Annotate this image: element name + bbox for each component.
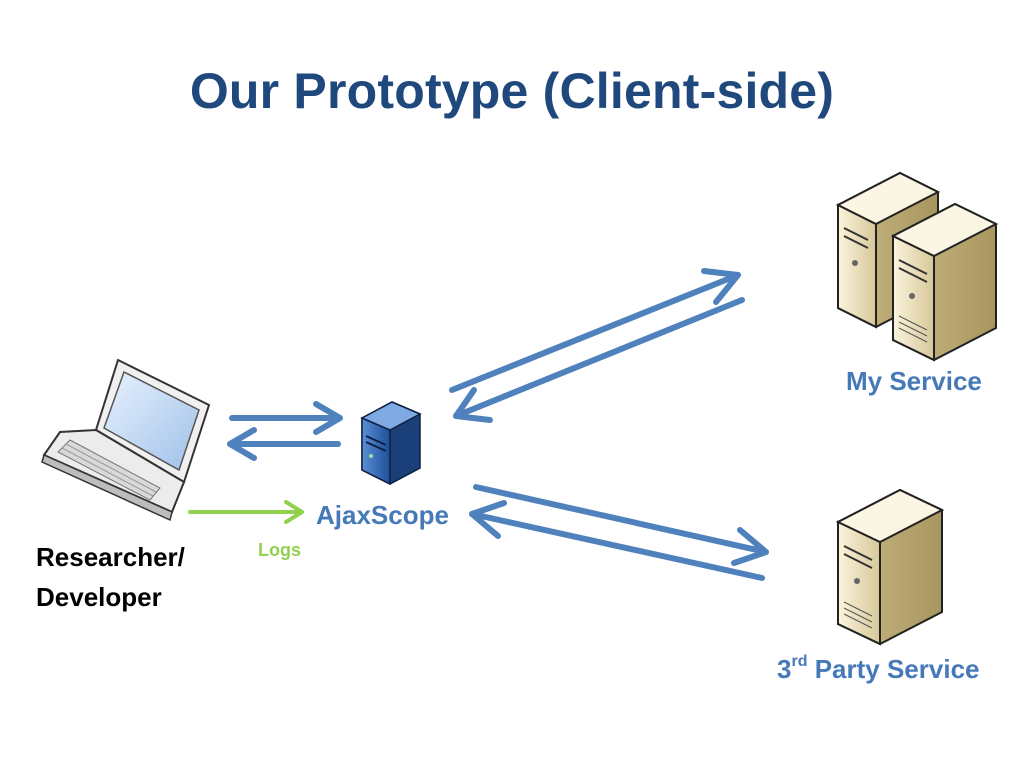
arrow-my-service-to-ajaxscope	[453, 297, 745, 423]
researcher-label: Researcher/ Developer	[36, 537, 185, 617]
my-service-label: My Service	[846, 366, 982, 396]
ajaxscope-label: AjaxScope	[316, 500, 449, 530]
slide-title: Our Prototype (Client-side)	[189, 63, 835, 119]
server-tower-icon	[360, 401, 422, 486]
arrow-laptop-to-ajaxscope	[229, 401, 343, 435]
researcher-label-line2: Developer	[36, 582, 162, 612]
arrow-ajaxscope-to-third-party	[473, 484, 769, 566]
arrow-third-party-to-ajaxscope	[469, 500, 765, 581]
logs-arrow	[188, 500, 304, 524]
laptop-icon	[41, 358, 211, 522]
arrow-ajaxscope-to-laptop	[227, 427, 341, 461]
server-icon	[835, 488, 945, 646]
third-party-ordinal: rd	[791, 653, 808, 671]
logs-label: Logs	[258, 540, 301, 560]
arrow-ajaxscope-to-my-service	[449, 268, 741, 393]
third-party-text: Party Service	[814, 654, 980, 684]
researcher-label-line1: Researcher/	[36, 542, 185, 572]
server-pair-icon	[835, 171, 999, 362]
third-party-number: 3	[777, 654, 792, 684]
third-party-service-label: 3rd Party Service	[777, 653, 980, 685]
